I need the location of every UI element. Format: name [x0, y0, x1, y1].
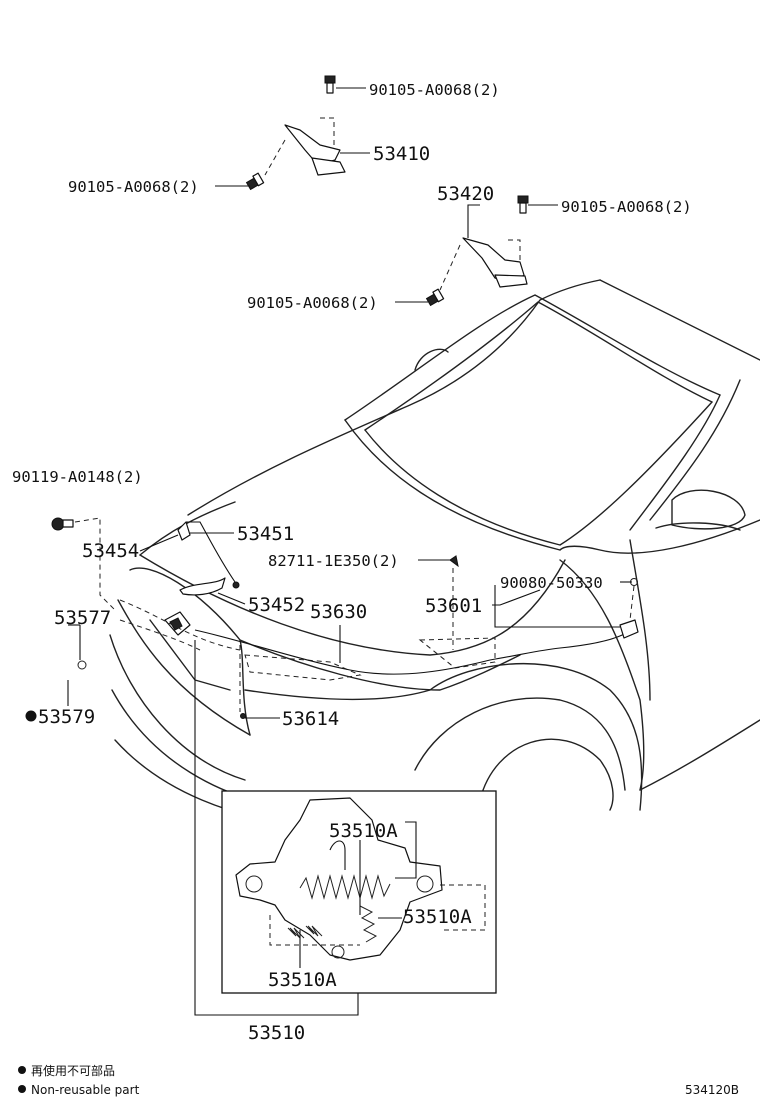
legend: 再使用不可部品 Non-reusable part 534120B [18, 1063, 739, 1097]
non-reusable-dot-icon [25, 710, 37, 722]
bolt-icon [517, 195, 529, 214]
bolt-icon [245, 172, 265, 191]
label-53601: 53601 [425, 595, 482, 617]
legend-non-reusable-jp: 再使用不可部品 [31, 1063, 115, 1078]
label-90119-a0148: 90119-A0148(2) [12, 468, 143, 486]
label-90105-a0068-side-rh: 90105-A0068(2) [247, 294, 378, 312]
label-53510a-right: 53510A [403, 906, 472, 928]
hood-hinge-lh [245, 75, 346, 191]
label-90080-50330: 90080-50330 [500, 574, 603, 592]
hood-lock-detail-inset [221, 790, 497, 994]
non-reusable-dot-icon [18, 1066, 26, 1074]
label-53510a-top: 53510A [329, 820, 398, 842]
label-82711-1e350: 82711-1E350(2) [268, 552, 399, 570]
bolt-icon [425, 288, 445, 307]
label-53510a-bottom: 53510A [268, 969, 337, 991]
label-53452: 53452 [248, 594, 305, 616]
hood-support-rod-assembly [51, 517, 639, 719]
label-90105-a0068-top-rh: 90105-A0068(2) [561, 198, 692, 216]
label-53420: 53420 [437, 183, 494, 205]
label-53630: 53630 [310, 601, 367, 623]
label-53577: 53577 [54, 607, 111, 629]
vehicle-outline [109, 279, 760, 831]
label-53451: 53451 [237, 523, 294, 545]
legend-non-reusable-en: Non-reusable part [31, 1083, 140, 1097]
part-labels: 90105-A0068(2) 53410 90105-A0068(2) 5342… [12, 81, 692, 1044]
non-reusable-dot-icon [18, 1085, 26, 1093]
leader-lines [67, 87, 632, 1016]
label-53614: 53614 [282, 708, 339, 730]
bolt-icon [51, 517, 74, 531]
bolt-icon [324, 75, 336, 94]
label-90105-a0068-top-lh: 90105-A0068(2) [369, 81, 500, 99]
label-53410: 53410 [373, 143, 430, 165]
hood-hinge-rh [425, 195, 529, 307]
label-53454: 53454 [82, 540, 139, 562]
figure-code: 534120B [685, 1083, 739, 1097]
label-90105-a0068-side-lh: 90105-A0068(2) [68, 178, 199, 196]
label-53510: 53510 [248, 1022, 305, 1044]
label-53579: 53579 [38, 706, 95, 728]
